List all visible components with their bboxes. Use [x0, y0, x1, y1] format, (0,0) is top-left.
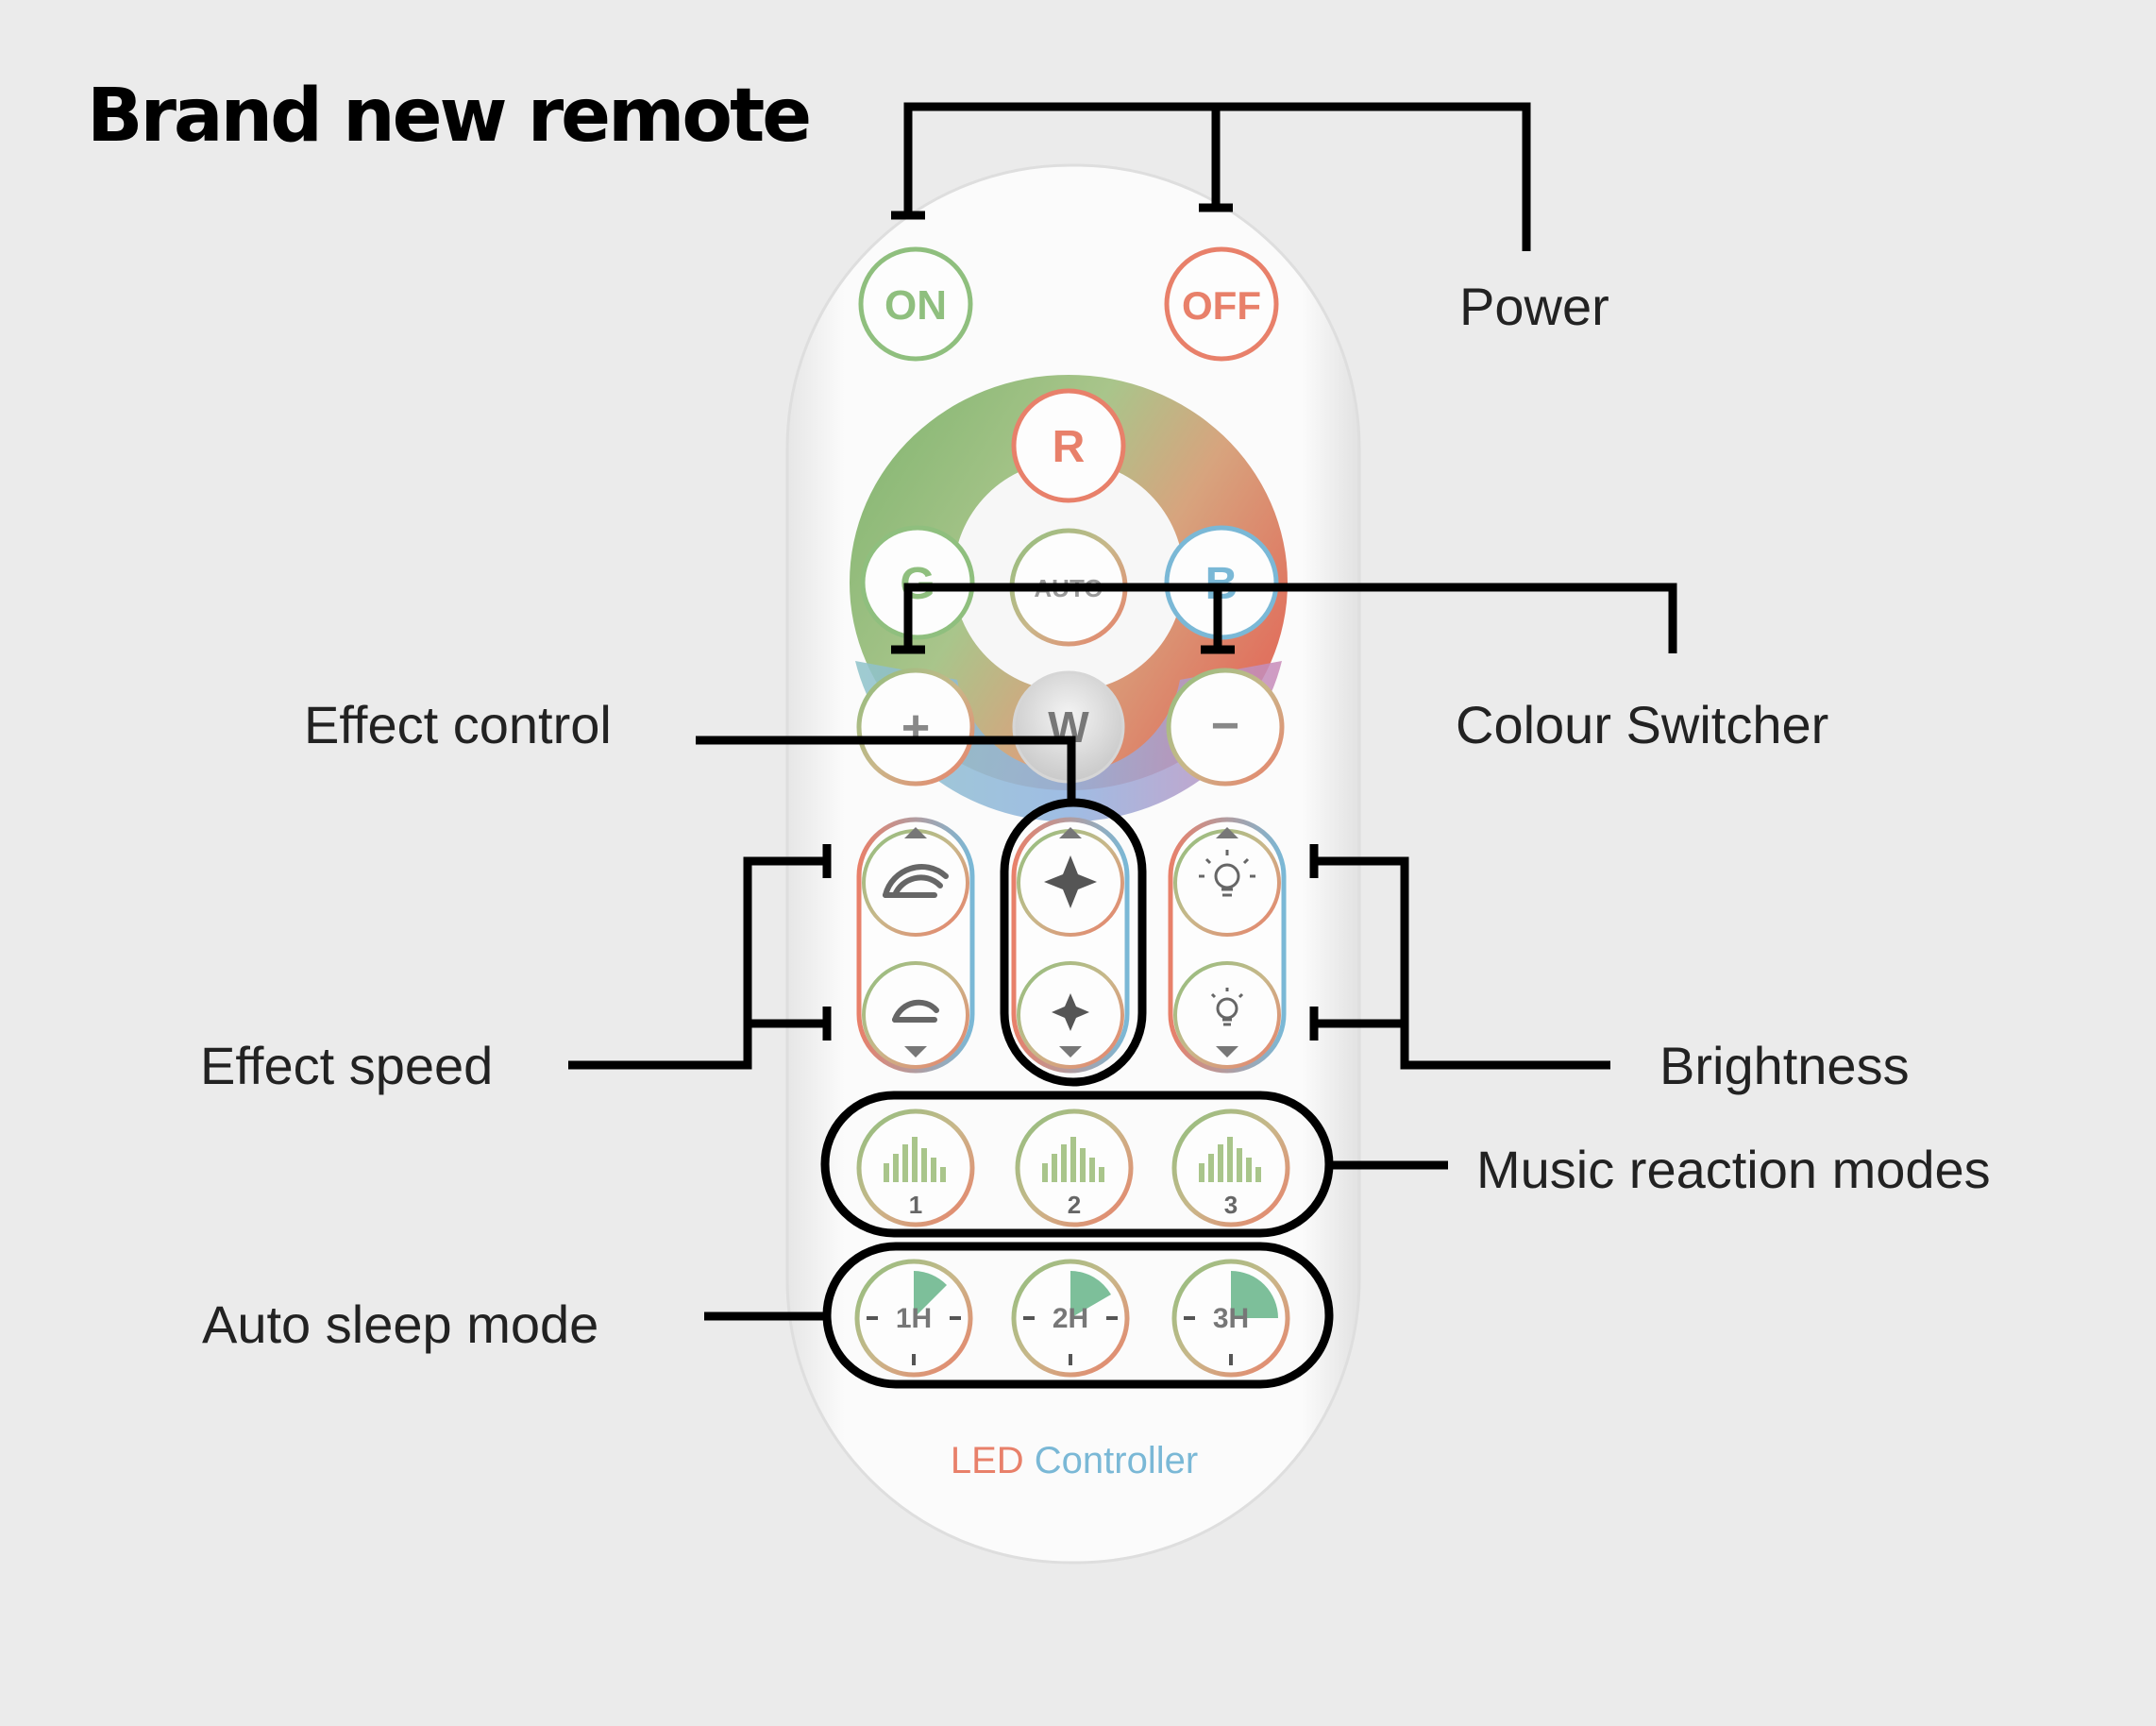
effect-control-highlight	[1000, 798, 1147, 1087]
speed-down-icon	[892, 999, 939, 1023]
sleep-button-2h[interactable]: 2H	[1011, 1259, 1130, 1378]
effect-control-line	[696, 736, 1076, 801]
brightness-up-icon	[1199, 850, 1255, 897]
green-button[interactable]: G	[860, 525, 975, 640]
power-label: Power	[1459, 277, 1609, 336]
sleep-button-1h[interactable]: 1H	[854, 1259, 973, 1378]
timer-icon	[1231, 1271, 1278, 1318]
brightness-down-icon	[1210, 988, 1244, 1026]
effect-speed-label: Effect speed	[200, 1036, 494, 1095]
effect-down-button[interactable]	[1017, 961, 1124, 1069]
on-label: ON	[884, 282, 947, 329]
red-label: R	[1053, 422, 1086, 472]
colour-switcher-bracket	[903, 583, 1677, 653]
sleep-label-3h: 3H	[1213, 1303, 1249, 1334]
brightness-bracket	[1314, 856, 1610, 1070]
music-modes-label: Music reaction modes	[1476, 1140, 1991, 1199]
brightness-up-button[interactable]	[1173, 827, 1281, 937]
red-button[interactable]: R	[1011, 388, 1126, 503]
brightness-label: Brightness	[1659, 1036, 1910, 1095]
music-button-1[interactable]: 1	[856, 1108, 975, 1227]
minus-label: −	[1211, 699, 1239, 753]
white-button[interactable]: W	[1012, 670, 1125, 784]
music-bars-icon	[1042, 1137, 1104, 1182]
minus-button[interactable]: −	[1166, 668, 1285, 787]
sleep-button-3h[interactable]: 3H	[1171, 1259, 1290, 1378]
on-button[interactable]: ON	[858, 246, 973, 362]
timer-icon	[914, 1271, 947, 1318]
effect-down-icon	[1052, 993, 1089, 1031]
music-bars-icon	[884, 1137, 946, 1182]
auto-sleep-label: Auto sleep mode	[202, 1294, 599, 1354]
music-label-3: 3	[1224, 1191, 1238, 1219]
off-label: OFF	[1182, 283, 1261, 328]
speed-down-button[interactable]	[862, 961, 969, 1069]
music-button-2[interactable]: 2	[1015, 1108, 1134, 1227]
music-button-3[interactable]: 3	[1171, 1108, 1290, 1227]
music-label-2: 2	[1068, 1191, 1081, 1219]
brand-led: LED	[951, 1440, 1024, 1481]
colour-switcher-label: Colour Switcher	[1456, 695, 1829, 754]
effect-speed-bracket	[568, 856, 827, 1070]
music-bars-icon	[1199, 1137, 1261, 1182]
plus-label: +	[901, 701, 930, 755]
off-button[interactable]: OFF	[1164, 246, 1279, 362]
callout-lines	[568, 102, 1677, 1389]
brand-text: LED Controller	[951, 1440, 1198, 1481]
timer-icon	[1070, 1271, 1111, 1318]
speed-up-icon	[883, 864, 949, 898]
effect-up-icon	[1044, 855, 1097, 908]
music-label-1: 1	[909, 1191, 922, 1219]
sleep-label-1h: 1H	[896, 1303, 932, 1334]
brightness-down-button[interactable]	[1173, 961, 1281, 1069]
page-title: Brand new remote	[87, 74, 812, 159]
effect-up-button[interactable]	[1017, 827, 1124, 937]
plus-button[interactable]: +	[856, 668, 975, 787]
sleep-label-2h: 2H	[1053, 1303, 1088, 1334]
brand-controller: Controller	[1035, 1440, 1198, 1481]
speed-up-button[interactable]	[862, 827, 969, 937]
effect-control-label: Effect control	[304, 695, 612, 754]
